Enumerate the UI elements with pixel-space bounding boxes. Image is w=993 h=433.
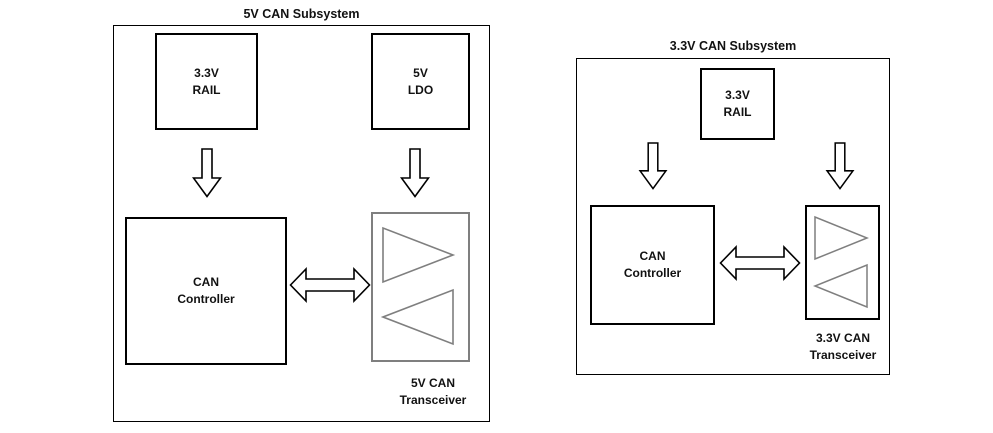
down-arrow-icon xyxy=(192,148,222,198)
right-transceiver-label: 3.3V CAN Transceiver xyxy=(809,331,877,362)
down-arrow-icon xyxy=(638,142,668,190)
right-rail-box: 3.3V RAIL xyxy=(700,68,775,140)
right-subsystem-boundary xyxy=(576,58,890,375)
bidirectional-arrow-icon xyxy=(289,267,371,303)
right-transceiver-box xyxy=(805,205,880,320)
left-ldo-box: 5V LDO xyxy=(371,33,470,130)
down-arrow-icon xyxy=(825,142,855,190)
bidirectional-arrow-icon xyxy=(719,245,801,281)
left-subsystem-boundary xyxy=(113,25,490,422)
right-subsystem-title: 3.3V CAN Subsystem xyxy=(669,39,797,53)
left-subsystem-title: 5V CAN Subsystem xyxy=(243,7,360,21)
down-arrow-icon xyxy=(400,148,430,198)
right-can-controller-box: CAN Controller xyxy=(590,205,715,325)
transceiver-buffers-icon xyxy=(812,215,870,309)
left-rail-box: 3.3V RAIL xyxy=(155,33,258,130)
left-can-controller-box: CAN Controller xyxy=(125,217,287,365)
left-transceiver-box xyxy=(371,212,470,362)
left-transceiver-label: 5V CAN Transceiver xyxy=(399,376,467,407)
transceiver-buffers-icon xyxy=(380,226,456,346)
